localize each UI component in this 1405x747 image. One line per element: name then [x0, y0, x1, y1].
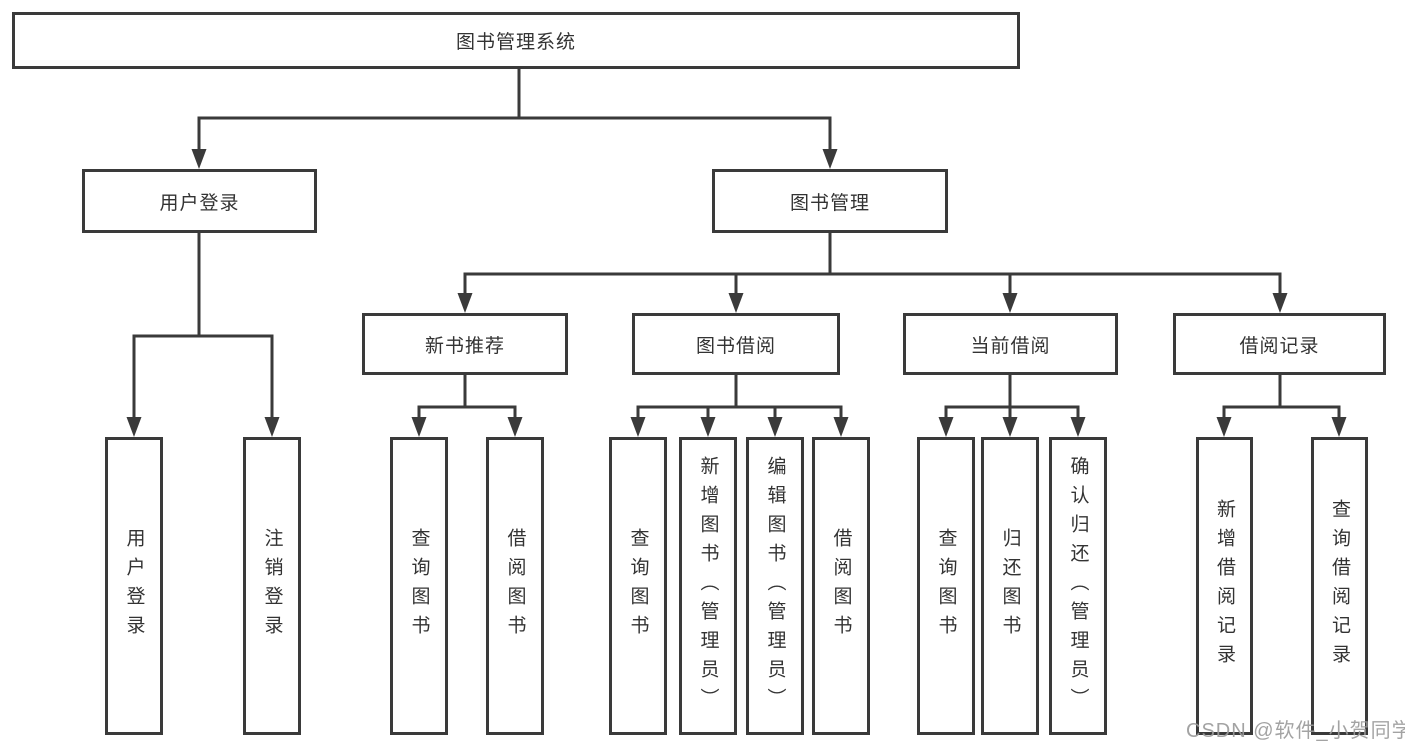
leaf-borrow-borrow-books: 借阅图书	[812, 437, 870, 735]
leaf-current-confirm-return-admin: 确认归还（管理员）	[1049, 437, 1107, 735]
node-label: 新增借阅记录	[1214, 499, 1235, 673]
node-label: 编辑图书（管理员）	[764, 455, 786, 717]
leaf-recommend-query-books: 查询图书	[390, 437, 448, 735]
node-user-login: 用户登录	[82, 169, 317, 233]
node-label: 查询图书	[408, 528, 430, 644]
node-label: 借阅图书	[830, 528, 852, 644]
watermark: CSDN @软件_小贺同学	[1186, 720, 1405, 742]
node-label: 借阅记录	[1239, 335, 1320, 357]
node-book-borrow: 图书借阅	[632, 313, 840, 375]
leaf-borrow-query-books: 查询图书	[609, 437, 667, 735]
node-label: 图书管理	[789, 192, 870, 214]
node-label: 查询图书	[627, 528, 649, 644]
leaf-records-query-record: 查询借阅记录	[1311, 437, 1368, 735]
node-label: 借阅图书	[504, 528, 526, 644]
node-label: 注销登录	[261, 528, 283, 644]
node-new-book-recommend: 新书推荐	[362, 313, 568, 375]
node-label: 当前借阅	[970, 335, 1051, 357]
leaf-borrow-edit-books-admin: 编辑图书（管理员）	[746, 437, 804, 735]
node-root: 图书管理系统	[12, 12, 1020, 69]
node-label: 用户登录	[159, 192, 240, 214]
leaf-recommend-borrow-books: 借阅图书	[486, 437, 544, 735]
node-label: 查询图书	[935, 528, 957, 644]
node-label: 归还图书	[999, 528, 1021, 644]
leaf-user-login: 用户登录	[105, 437, 163, 735]
leaf-records-add-record: 新增借阅记录	[1196, 437, 1253, 735]
node-current-borrow: 当前借阅	[903, 313, 1118, 375]
node-borrow-records: 借阅记录	[1173, 313, 1386, 375]
node-label: 用户登录	[123, 528, 145, 644]
node-label: 图书管理系统	[455, 32, 576, 53]
leaf-borrow-add-books-admin: 新增图书（管理员）	[679, 437, 737, 735]
leaf-logout: 注销登录	[243, 437, 301, 735]
node-label: 新书推荐	[424, 335, 505, 357]
node-label: 确认归还（管理员）	[1067, 455, 1089, 717]
leaf-current-query-books: 查询图书	[917, 437, 975, 735]
node-label: 图书借阅	[695, 335, 776, 357]
leaf-current-return-books: 归还图书	[981, 437, 1039, 735]
node-label: 新增图书（管理员）	[697, 455, 719, 717]
node-label: 查询借阅记录	[1329, 499, 1350, 673]
node-book-management: 图书管理	[712, 169, 948, 233]
